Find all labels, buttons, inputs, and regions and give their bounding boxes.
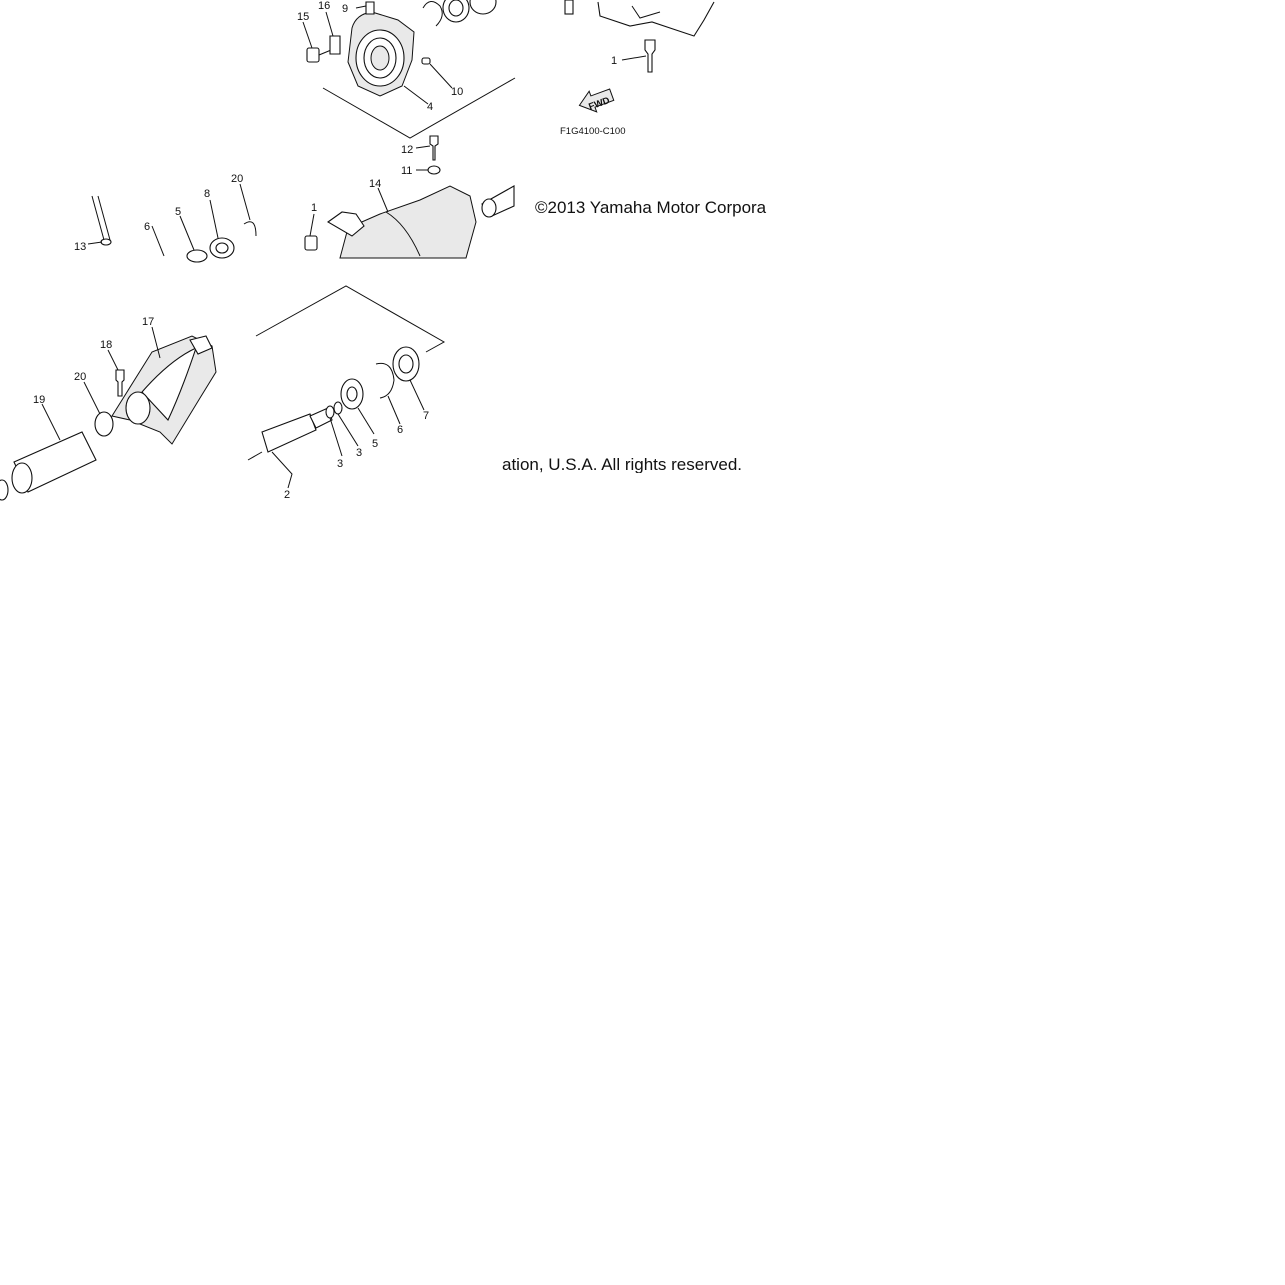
callout-20-lower: 20 (74, 371, 86, 383)
callout-6-upper: 6 (144, 221, 150, 233)
callout-16: 16 (318, 0, 330, 12)
callout-12: 12 (401, 144, 413, 156)
middle-tile (91, 135, 515, 263)
callout-2: 2 (284, 489, 290, 501)
drawing-code: F1G4100-C100 (560, 126, 625, 137)
upper-tile (306, 0, 715, 139)
callout-numbers: 16 9 15 10 4 1 12 11 14 1 20 8 5 6 13 17… (33, 0, 617, 501)
callout-3-left: 3 (337, 458, 343, 470)
copyright-line-1: ©2013 Yamaha Motor Corpora (535, 198, 767, 217)
callout-3-right: 3 (356, 447, 362, 459)
callout-7: 7 (423, 410, 429, 422)
callout-19: 19 (33, 394, 45, 406)
callout-15: 15 (297, 11, 309, 23)
callout-1-upper: 1 (611, 55, 617, 67)
callout-20-upper: 20 (231, 173, 243, 185)
lower-tile (0, 285, 446, 501)
callout-9: 9 (342, 3, 348, 15)
callout-5-upper: 5 (175, 206, 181, 218)
callout-11: 11 (401, 165, 412, 177)
callout-6-lower: 6 (397, 424, 403, 436)
callout-14: 14 (369, 178, 381, 190)
callout-1-middle: 1 (311, 202, 317, 214)
callout-10: 10 (451, 86, 463, 98)
callout-4: 4 (427, 101, 433, 113)
copyright-line-2: ation, U.S.A. All rights reserved. (502, 456, 742, 473)
callout-5-lower: 5 (372, 438, 378, 450)
tile-seam-right (515, 140, 535, 258)
leader-lines (41, 5, 647, 489)
callout-17: 17 (142, 316, 154, 328)
callout-8: 8 (204, 188, 210, 200)
callout-13: 13 (74, 241, 86, 253)
callout-18: 18 (100, 339, 112, 351)
